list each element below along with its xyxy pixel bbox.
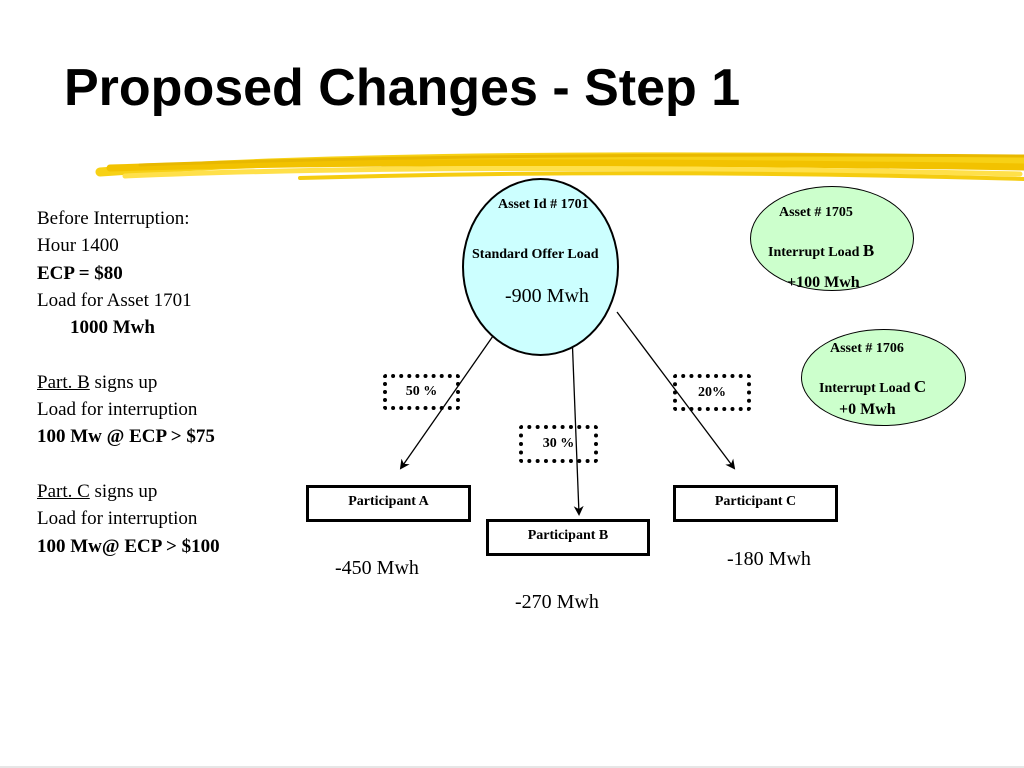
interrupt-asset-node-1705 bbox=[750, 186, 914, 291]
interrupt-load-label: Interrupt Load bbox=[768, 245, 863, 260]
participant-a-box: Participant A bbox=[306, 485, 471, 522]
part-b-condition: 100 Mw @ ECP > $75 bbox=[37, 426, 215, 448]
main-asset-node bbox=[462, 178, 619, 356]
split-label-50: 50 % bbox=[383, 374, 460, 410]
main-asset-value: -900 Mwh bbox=[505, 285, 589, 307]
part-c-load-text: Load for interruption bbox=[37, 508, 198, 530]
participant-a-value: -450 Mwh bbox=[335, 557, 419, 579]
participant-b-value: -270 Mwh bbox=[515, 591, 599, 613]
part-b-load-text: Load for interruption bbox=[37, 399, 198, 421]
part-c-label: Part. C bbox=[37, 480, 90, 502]
load-value-text: 1000 Mwh bbox=[70, 317, 155, 339]
participant-c-value: -180 Mwh bbox=[727, 548, 811, 570]
interrupt-asset-name: Interrupt Load B bbox=[768, 241, 874, 261]
left-panel: Before Interruption: Hour 1400 ECP = $80… bbox=[37, 205, 220, 560]
part-b-label: Part. B bbox=[37, 371, 90, 393]
split-label-20: 20% bbox=[673, 374, 751, 411]
part-c-rest: signs up bbox=[89, 480, 158, 502]
interrupt-asset-id: Asset # 1706 bbox=[830, 341, 904, 356]
interrupt-asset-node-1706 bbox=[801, 329, 966, 426]
arrow-to-participant-b bbox=[571, 333, 584, 516]
before-interruption-text: Before Interruption: bbox=[37, 208, 190, 229]
main-asset-id: Asset Id # 1701 bbox=[498, 197, 589, 212]
hour-text: Hour 1400 bbox=[37, 235, 119, 257]
interrupt-asset-id: Asset # 1705 bbox=[779, 205, 853, 220]
interrupt-asset-value: +100 Mwh bbox=[787, 274, 860, 291]
part-c-signs-up: Part. C signs up bbox=[37, 478, 220, 505]
title-underline-brushstroke bbox=[95, 152, 1024, 181]
arrow-to-participant-a bbox=[399, 325, 501, 470]
part-b-signs-up: Part. B signs up bbox=[37, 369, 220, 396]
split-label-30: 30 % bbox=[519, 425, 598, 463]
interrupt-load-label: Interrupt Load bbox=[819, 381, 914, 396]
load-for-asset-text: Load for Asset 1701 bbox=[37, 289, 192, 311]
participant-b-box: Participant B bbox=[486, 519, 650, 556]
interrupt-load-letter: C bbox=[913, 377, 927, 396]
brushstroke-strokes bbox=[95, 152, 1024, 181]
slide-title: Proposed Changes - Step 1 bbox=[64, 59, 741, 117]
interrupt-asset-value: +0 Mwh bbox=[839, 401, 896, 418]
bottom-divider bbox=[0, 766, 1024, 768]
part-c-condition: 100 Mw@ ECP > $100 bbox=[37, 535, 220, 557]
main-asset-name: Standard Offer Load bbox=[472, 247, 599, 262]
participant-c-box: Participant C bbox=[673, 485, 838, 522]
interrupt-asset-name: Interrupt Load C bbox=[819, 377, 926, 397]
part-b-rest: signs up bbox=[89, 371, 158, 393]
ecp-text: ECP = $80 bbox=[37, 262, 123, 284]
interrupt-load-letter: B bbox=[862, 241, 875, 260]
